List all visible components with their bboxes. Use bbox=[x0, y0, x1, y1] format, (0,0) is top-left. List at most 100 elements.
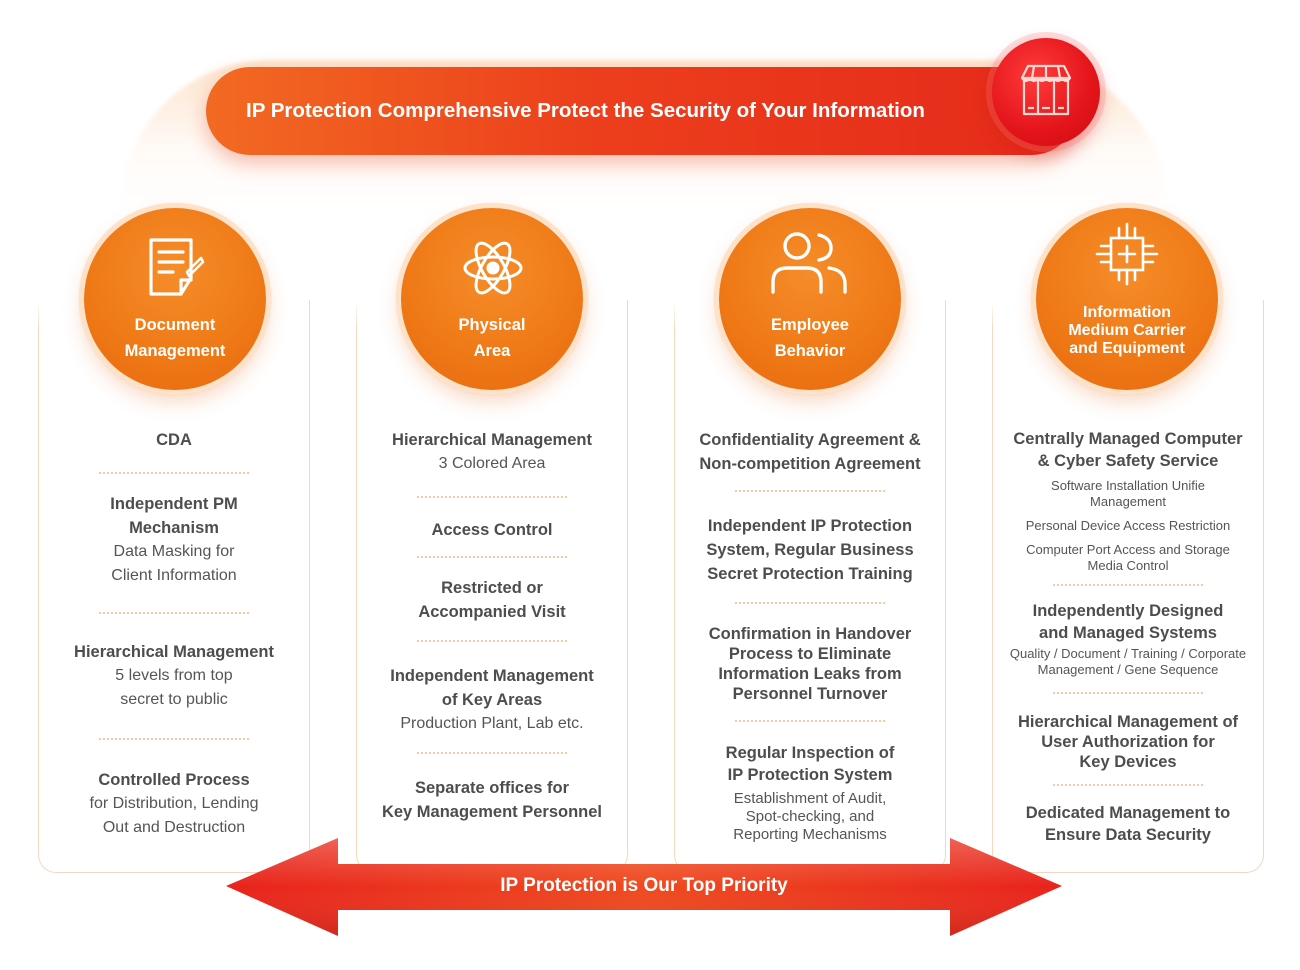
item-hierarchical-management: Hierarchical Management 3 Colored Area bbox=[357, 428, 627, 476]
bottom-banner-text: IP Protection is Our Top Priority bbox=[500, 875, 788, 896]
item-title: Mechanism bbox=[129, 519, 219, 537]
circle-label-line: Document bbox=[134, 316, 216, 334]
item-detail: Management bbox=[1090, 494, 1166, 509]
item-centrally-managed-computer: Centrally Managed Computer & Cyber Safet… bbox=[993, 428, 1263, 574]
top-banner-title: IP Protection Comprehensive Protect the … bbox=[246, 99, 925, 122]
item-dedicated-management: Dedicated Management to Ensure Data Secu… bbox=[993, 802, 1263, 846]
dotted-divider bbox=[735, 602, 885, 604]
column-content: CDA Independent PM Mechanism Data Maskin… bbox=[39, 428, 309, 840]
item-title: Independent IP Protection bbox=[707, 517, 913, 535]
item-detail: Establishment of Audit, bbox=[733, 790, 887, 807]
item-detail: Media Control bbox=[1087, 558, 1169, 573]
item-title: Key Management Personnel bbox=[381, 803, 603, 821]
item-detail: Data Masking for bbox=[113, 543, 235, 560]
item-title: Non-competition Agreement bbox=[699, 455, 921, 473]
item-title: Confidentiality Agreement & bbox=[699, 431, 921, 449]
item-title: Personnel Turnover bbox=[732, 685, 888, 703]
circle-label-line: Employee bbox=[771, 316, 849, 334]
item-title: Confirmation in Handover bbox=[708, 625, 912, 643]
dotted-divider bbox=[99, 612, 249, 614]
item-title: Separate offices for bbox=[414, 779, 570, 797]
item-independently-designed-systems: Independently Designed and Managed Syste… bbox=[993, 600, 1263, 678]
dotted-divider bbox=[417, 556, 567, 558]
item-detail: 5 levels from top bbox=[115, 667, 233, 684]
circle-label-line: Information bbox=[1083, 304, 1171, 321]
item-title: Access Control bbox=[431, 521, 553, 539]
item-detail: Quality / Document / Training / Corporat… bbox=[1009, 646, 1247, 661]
item-detail: Client Information bbox=[111, 567, 237, 584]
item-title: Hierarchical Management of bbox=[1017, 713, 1239, 731]
circle-label-line: Behavior bbox=[774, 342, 846, 360]
item-hierarchical-management: Hierarchical Management 5 levels from to… bbox=[39, 640, 309, 712]
item-separate-offices: Separate offices for Key Management Pers… bbox=[357, 776, 627, 824]
column-content: Hierarchical Management 3 Colored Area A… bbox=[357, 428, 627, 824]
circle-label: Physical Area bbox=[411, 312, 573, 364]
item-detail: Production Plant, Lab etc. bbox=[400, 715, 584, 732]
dotted-divider bbox=[1053, 692, 1203, 694]
item-title: System, Regular Business bbox=[706, 541, 914, 559]
item-access-control: Access Control bbox=[357, 518, 627, 542]
circle-label: Employee Behavior bbox=[729, 312, 891, 364]
storefront-icon bbox=[1020, 64, 1072, 116]
item-detail: Out and Destruction bbox=[102, 819, 246, 836]
item-detail: Software Installation Unifie bbox=[1051, 478, 1205, 493]
item-title: of Key Areas bbox=[441, 691, 543, 709]
item-title: Information Leaks from bbox=[718, 665, 902, 683]
circle-label-line: Physical bbox=[458, 316, 526, 334]
item-detail: Personal Device Access Restriction bbox=[1025, 518, 1231, 533]
item-detail: Computer Port Access and Storage bbox=[1026, 542, 1230, 557]
double-arrow bbox=[226, 838, 1062, 936]
item-title: and Managed Systems bbox=[1039, 624, 1217, 642]
column-content: Confidentiality Agreement & Non-competit… bbox=[675, 428, 945, 844]
dotted-divider bbox=[1053, 584, 1203, 586]
dotted-divider bbox=[417, 496, 567, 498]
dotted-divider bbox=[417, 640, 567, 642]
circle-information-medium: Information Medium Carrier and Equipment bbox=[1036, 208, 1218, 390]
item-detail: Reporting Mechanisms bbox=[733, 826, 887, 843]
item-title: Ensure Data Security bbox=[1045, 826, 1211, 844]
users-icon bbox=[771, 232, 847, 294]
item-independent-pm: Independent PM Mechanism Data Masking fo… bbox=[39, 492, 309, 588]
item-detail: 3 Colored Area bbox=[438, 455, 546, 472]
top-banner: IP Protection Comprehensive Protect the … bbox=[206, 67, 1076, 155]
item-confidentiality-agreement: Confidentiality Agreement & Non-competit… bbox=[675, 428, 945, 476]
item-title: Process to Eliminate bbox=[728, 645, 892, 663]
item-title: Centrally Managed Computer bbox=[1013, 430, 1243, 448]
circle-physical-area: Physical Area bbox=[401, 208, 583, 390]
item-title: & Cyber Safety Service bbox=[1037, 452, 1219, 470]
item-title: Independent PM bbox=[110, 495, 238, 513]
item-title: Controlled Process bbox=[98, 771, 250, 789]
item-title: Hierarchical Management bbox=[74, 643, 274, 661]
item-restricted-visit: Restricted or Accompanied Visit bbox=[357, 576, 627, 624]
circle-label-line: Management bbox=[124, 342, 226, 360]
atom-icon bbox=[463, 241, 523, 295]
storefront-badge bbox=[992, 38, 1100, 146]
item-title: Hierarchical Management bbox=[392, 431, 592, 449]
item-title: Secret Protection Training bbox=[707, 565, 913, 583]
item-ip-protection-training: Independent IP Protection System, Regula… bbox=[675, 514, 945, 586]
item-detail: for Distribution, Lending bbox=[89, 795, 259, 812]
chip-icon bbox=[1095, 222, 1159, 286]
item-cda: CDA bbox=[39, 428, 309, 452]
circle-label-line: Area bbox=[473, 342, 511, 360]
dotted-divider bbox=[99, 738, 249, 740]
item-user-authorization: Hierarchical Management of User Authoriz… bbox=[993, 712, 1263, 772]
circle-employee-behavior: Employee Behavior bbox=[719, 208, 901, 390]
document-icon bbox=[149, 238, 205, 296]
item-detail: Spot-checking, and bbox=[745, 808, 875, 825]
item-title: Restricted or bbox=[441, 579, 543, 597]
circle-label-line: and Equipment bbox=[1069, 340, 1185, 357]
item-title: Dedicated Management to bbox=[1025, 804, 1231, 822]
dotted-divider bbox=[735, 490, 885, 492]
item-title: CDA bbox=[156, 431, 192, 449]
dotted-divider bbox=[99, 472, 249, 474]
item-title: Regular Inspection of bbox=[725, 744, 895, 762]
item-regular-inspection: Regular Inspection of IP Protection Syst… bbox=[675, 742, 945, 844]
circle-document-management: Document Management bbox=[84, 208, 266, 390]
circle-label: Information Medium Carrier and Equipment bbox=[1046, 304, 1208, 358]
item-title: Independent Management bbox=[390, 667, 594, 685]
column-information-medium: Centrally Managed Computer & Cyber Safet… bbox=[992, 300, 1264, 873]
item-detail: Management / Gene Sequence bbox=[1037, 662, 1219, 677]
item-handover-confirmation: Confirmation in Handover Process to Elim… bbox=[675, 624, 945, 704]
dotted-divider bbox=[1053, 784, 1203, 786]
